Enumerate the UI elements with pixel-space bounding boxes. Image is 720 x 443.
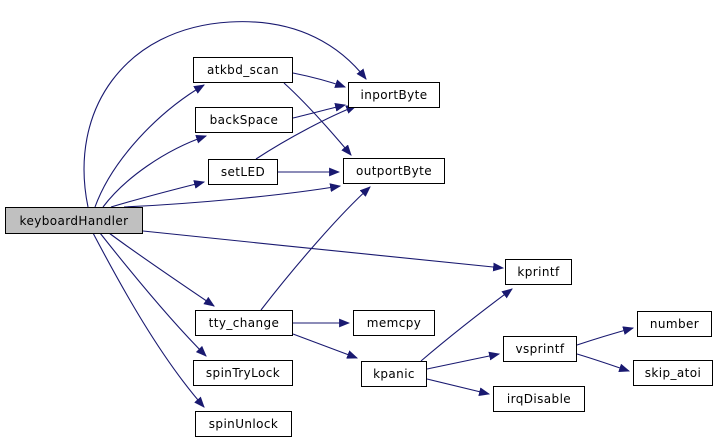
node-tty_change[interactable]: tty_change: [195, 310, 293, 336]
node-label: kprintf: [517, 265, 560, 279]
node-label: keyboardHandler: [19, 213, 129, 228]
node-kprintf[interactable]: kprintf: [505, 259, 572, 285]
edge-keyboardHandler-to-atkbd_scan: [94, 84, 205, 208]
node-label: outportByte: [355, 164, 433, 178]
node-label: spinUnlock: [208, 417, 279, 431]
node-label: irqDisable: [506, 392, 572, 406]
node-spinUnlock[interactable]: spinUnlock: [195, 411, 292, 437]
node-label: skip_atoi: [644, 366, 702, 380]
node-label: tty_change: [208, 316, 280, 330]
edge-keyboardHandler-to-inportByte: [83, 21, 367, 208]
edge-tty_change-to-outportByte: [260, 186, 371, 311]
edge-keyboardHandler-to-spinTryLock: [99, 232, 207, 357]
node-label: atkbd_scan: [206, 63, 280, 77]
node-label: vsprintf: [515, 342, 565, 356]
node-memcpy[interactable]: memcpy: [353, 310, 435, 336]
edge-keyboardHandler-to-spinUnlock: [92, 232, 205, 408]
edge-atkbd_scan-to-inportByte: [292, 72, 347, 88]
edge-kpanic-to-kprintf: [420, 288, 513, 362]
node-label: kpanic: [373, 367, 415, 381]
node-number[interactable]: number: [637, 311, 712, 337]
node-vsprintf[interactable]: vsprintf: [503, 336, 577, 362]
node-backSpace[interactable]: backSpace: [195, 107, 293, 133]
edge-tty_change-to-kpanic: [292, 333, 359, 359]
node-outportByte[interactable]: outportByte: [343, 158, 445, 184]
node-label: number: [649, 317, 700, 331]
node-kpanic[interactable]: kpanic: [361, 361, 427, 387]
node-label: memcpy: [366, 316, 422, 330]
node-setLED[interactable]: setLED: [208, 159, 278, 185]
edge-atkbd_scan-to-outportByte: [283, 82, 352, 156]
node-label: spinTryLock: [205, 366, 281, 380]
edge-kpanic-to-irqDisable: [426, 378, 491, 396]
node-atkbd_scan[interactable]: atkbd_scan: [193, 57, 293, 83]
edge-vsprintf-to-number: [576, 326, 635, 346]
edge-keyboardHandler-to-kprintf: [142, 230, 505, 272]
node-irqDisable[interactable]: irqDisable: [493, 386, 585, 412]
node-keyboardHandler[interactable]: keyboardHandler: [5, 207, 143, 234]
node-label: backSpace: [209, 113, 279, 127]
edge-keyboardHandler-to-setLED: [110, 180, 206, 208]
node-skip_atoi[interactable]: skip_atoi: [633, 360, 713, 386]
edge-keyboardHandler-to-outportByte: [123, 183, 342, 208]
node-label: setLED: [220, 165, 266, 179]
edge-keyboardHandler-to-backSpace: [102, 135, 208, 208]
node-spinTryLock[interactable]: spinTryLock: [193, 360, 293, 386]
node-label: inportByte: [360, 88, 428, 102]
edge-keyboardHandler-to-tty_change: [108, 232, 215, 307]
edge-setLED-to-inportByte: [255, 105, 358, 160]
edge-backSpace-to-inportByte: [292, 102, 347, 119]
node-inportByte[interactable]: inportByte: [348, 82, 440, 108]
edge-kpanic-to-vsprintf: [426, 351, 501, 370]
edge-vsprintf-to-skip_atoi: [576, 353, 631, 373]
